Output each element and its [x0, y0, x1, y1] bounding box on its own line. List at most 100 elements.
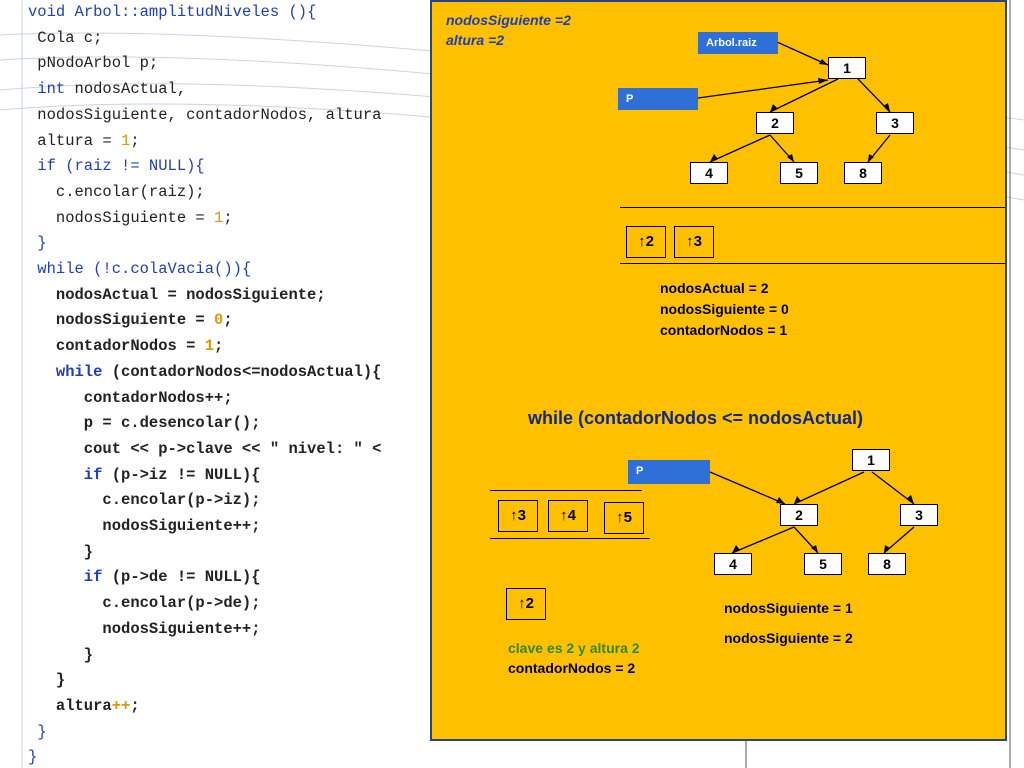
code-token: } — [28, 748, 38, 767]
code-line: void Arbol::amplitudNiveles (){ — [28, 1, 316, 23]
code-token: p = c.desencolar(); — [28, 414, 261, 433]
code-line: } — [28, 644, 93, 666]
code-token: c.encolar(p->iz); — [28, 491, 261, 510]
tree-top-node-1: 1 — [828, 57, 866, 79]
status-contador-nodos: contadorNodos = 2 — [508, 660, 636, 676]
code-line: altura = 1; — [28, 130, 140, 152]
code-line: pNodoArbol p; — [28, 52, 158, 74]
code-token: contadorNodos = — [28, 337, 205, 356]
code-token: ; — [130, 131, 140, 150]
code-token: (!c.colaVacia()){ — [83, 260, 252, 278]
queue-bottom-line-upper — [490, 490, 642, 491]
code-line: Cola c; — [28, 27, 102, 49]
code-token: ; — [214, 337, 224, 356]
code-token: { — [307, 3, 317, 21]
code-line: nodosSiguiente = 0; — [28, 309, 233, 331]
code-token: if — [28, 465, 103, 484]
code-line: p = c.desencolar(); — [28, 412, 261, 434]
p-pointer-label-top: P — [618, 88, 698, 110]
status-clave-altura: clave es 2 y altura 2 — [508, 640, 640, 656]
code-token: nodosSiguiente, contadorNodos, altura — [28, 105, 382, 124]
code-token: Cola c; — [28, 28, 103, 47]
tree-bottom-node-8: 8 — [868, 553, 906, 575]
code-token: nodosSiguiente = — [28, 311, 215, 330]
code-token: 1 — [204, 337, 215, 356]
code-token: altura — [28, 696, 112, 715]
tree-bottom-node-4: 4 — [714, 553, 752, 575]
code-token: ; — [130, 696, 140, 715]
code-token: 1 — [121, 131, 131, 150]
tree-top-node-3: 3 — [876, 112, 914, 134]
queue-bottom-item-3: ↑5 — [604, 502, 644, 534]
while-condition-title: while (contadorNodos <= nodosActual) — [528, 408, 864, 428]
code-token: contadorNodos++; — [28, 388, 233, 407]
tree-bottom-node-3: 3 — [900, 504, 938, 526]
visualization-panel: nodosSiguiente =2 altura =2 — [430, 0, 1007, 741]
state-nodos-siguiente: nodosSiguiente =2 — [446, 12, 571, 28]
code-line: contadorNodos++; — [28, 387, 233, 409]
tree-bottom-node-1: 1 — [852, 449, 890, 471]
queue-bottom-line-lower — [490, 538, 650, 539]
code-token: nodosSiguiente++; — [28, 517, 261, 535]
code-token: ; — [223, 311, 233, 330]
queue-top-line-lower — [620, 263, 1005, 264]
tree-edges — [697, 41, 915, 554]
code-line: } — [28, 669, 65, 691]
code-line: if (raiz != NULL){ — [28, 155, 205, 177]
code-token: (raiz != NULL){ — [55, 157, 205, 176]
queue-top-line-upper — [620, 207, 1005, 208]
code-line: c.encolar(raiz); — [28, 181, 205, 203]
code-line: } — [28, 721, 46, 743]
code-token: while — [28, 362, 103, 381]
code-line: } — [28, 232, 47, 254]
code-line: nodosSiguiente++; — [28, 515, 261, 537]
code-token: (p->de != NULL){ — [102, 568, 261, 587]
dequeued-item: ↑2 — [506, 588, 546, 620]
code-token: } — [28, 542, 94, 561]
tree-top-node-8: 8 — [844, 162, 882, 184]
code-line: c.encolar(p->de); — [28, 592, 261, 614]
code-token: } — [28, 234, 47, 253]
var-nodos-actual: nodosActual = 2 — [660, 280, 769, 296]
code-token: Arbol::amplitudNiveles () — [74, 3, 308, 21]
code-line: nodosActual = nodosSiguiente; — [28, 284, 326, 306]
code-token: pNodoArbol p; — [28, 54, 159, 73]
code-line: contadorNodos = 1; — [28, 335, 223, 357]
var-nodos-siguiente-1: nodosSiguiente = 1 — [724, 600, 853, 616]
code-token: cout << p->clave << " nivel: " < — [28, 439, 382, 458]
code-token: while — [28, 260, 84, 278]
p-pointer-label-bottom: P — [628, 460, 710, 484]
code-token: 1 — [214, 208, 224, 227]
code-token: (contadorNodos<=nodosActual){ — [102, 362, 382, 381]
tree-top-node-2: 2 — [756, 112, 794, 134]
code-token: c.encolar(p->de); — [28, 594, 261, 613]
code-line: nodosSiguiente, contadorNodos, altura — [28, 104, 381, 126]
code-token: nodosSiguiente = — [28, 208, 215, 227]
code-token: if — [28, 568, 103, 587]
queue-bottom-item-2: ↑4 — [548, 500, 588, 532]
queue-top-item-2: ↑3 — [674, 226, 714, 258]
code-line: while (!c.colaVacia()){ — [28, 258, 251, 280]
var-nodos-siguiente-2: nodosSiguiente = 2 — [724, 630, 853, 646]
code-line: int nodosActual, — [28, 78, 186, 100]
code-token: if — [28, 157, 56, 176]
tree-bottom-node-2: 2 — [780, 504, 818, 526]
arbol-raiz-label: Arbol.raiz — [698, 32, 778, 54]
code-line: c.encolar(p->iz); — [28, 489, 261, 511]
tree-top-node-4: 4 — [690, 162, 728, 184]
state-altura: altura =2 — [446, 32, 504, 48]
code-line: if (p->de != NULL){ — [28, 566, 261, 588]
code-token: } — [28, 645, 94, 664]
code-token: ++ — [111, 696, 131, 715]
code-token: } — [28, 671, 66, 690]
code-token: int — [28, 80, 66, 99]
code-token: (p->iz != NULL){ — [102, 465, 261, 484]
code-token: nodosActual = nodosSiguiente; — [28, 285, 326, 304]
code-line: nodosSiguiente++; — [28, 618, 260, 640]
code-line: } — [28, 746, 37, 768]
queue-bottom-item-1: ↑3 — [498, 500, 538, 532]
code-token: c.encolar(raiz); — [28, 182, 205, 201]
code-line: altura++; — [28, 695, 140, 717]
var-nodos-siguiente: nodosSiguiente = 0 — [660, 301, 789, 317]
code-token: void — [28, 3, 75, 21]
